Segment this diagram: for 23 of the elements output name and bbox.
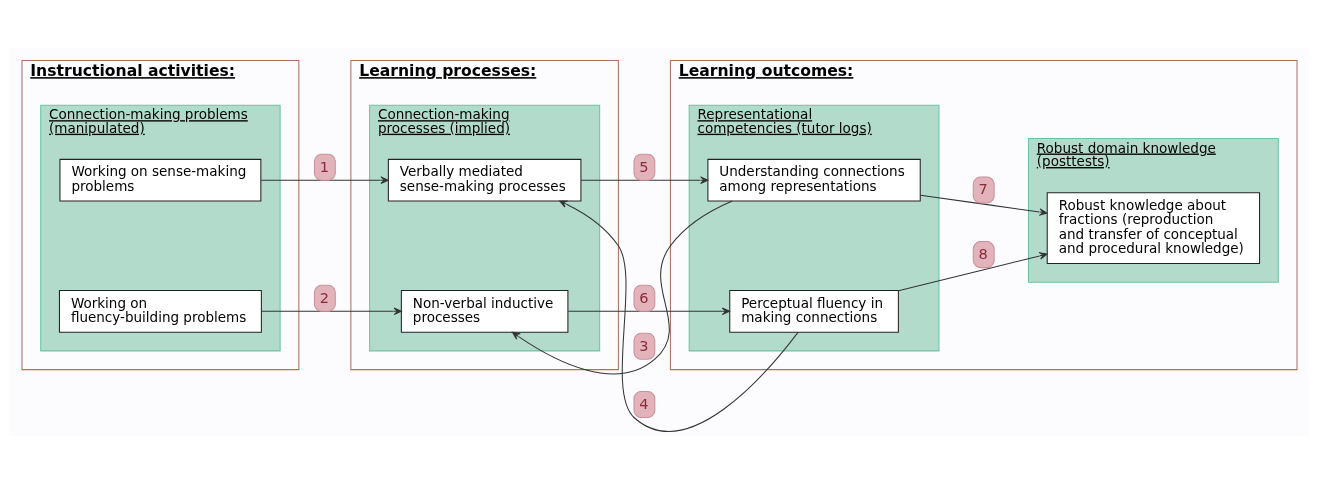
node-box: Non-verbal inductive processes (400, 290, 569, 333)
arrow (260, 176, 389, 184)
arrow (261, 307, 402, 316)
edge-label: 4 (639, 394, 649, 412)
node-box: Understanding connections among representations (707, 158, 921, 202)
edge-label: 1 (319, 157, 329, 175)
node-box: Robust knowledge about fractions (reproduction and transfer of conceptual and procedural knowledge) (1046, 192, 1261, 264)
arrow (919, 194, 1048, 216)
arrow (511, 200, 733, 375)
edge-label: 3 (639, 336, 649, 354)
arrow (897, 252, 1048, 292)
edge-label: 7 (978, 180, 988, 198)
arrow (559, 200, 799, 432)
arrow (567, 307, 731, 316)
edge-label: 8 (978, 244, 988, 262)
edge-label: 5 (639, 157, 649, 175)
node-box: Verbally mediated sense-making processes (387, 158, 582, 202)
edge-label: 2 (319, 288, 329, 306)
arrow (580, 176, 709, 184)
edge-label: 6 (639, 288, 649, 306)
node-box: Working on sense-making problems (59, 158, 262, 202)
node-box: Working on fluency-building problems (58, 290, 262, 333)
node-box: Perceptual fluency in making connections (729, 290, 899, 333)
